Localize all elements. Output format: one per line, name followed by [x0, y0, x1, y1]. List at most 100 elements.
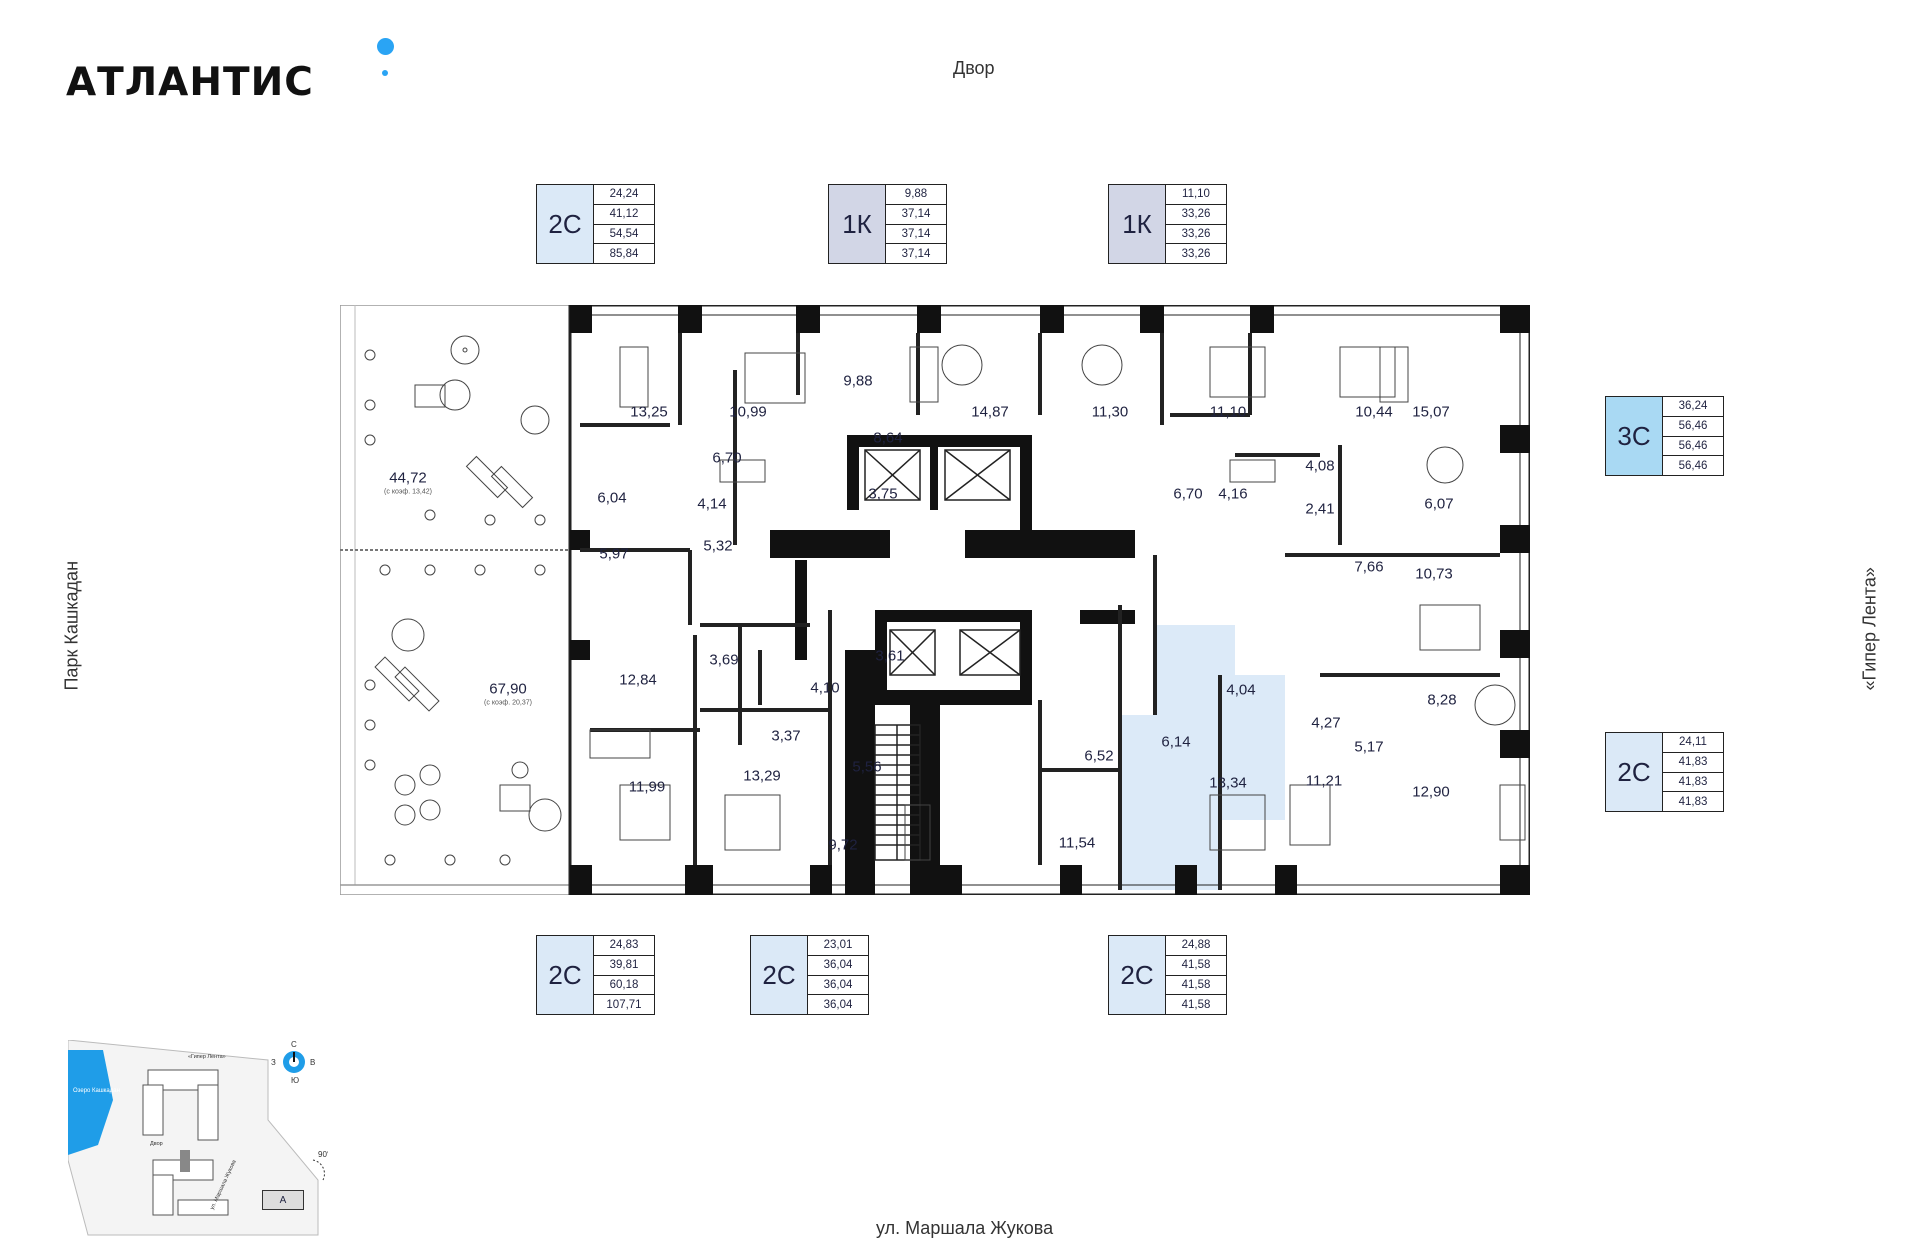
- logo-text: АТЛАНТИС: [66, 60, 314, 105]
- unit-value: 23,01: [808, 936, 868, 956]
- room-area-label: 10,99: [729, 403, 767, 421]
- unit-type: 1К: [829, 185, 886, 263]
- site-minimap: Озеро Кашкадан «Гипер Лента» Двор ул. Ма…: [68, 1040, 328, 1236]
- room-area-label: 11,54: [1058, 834, 1096, 852]
- room-area-label: 14,87: [971, 403, 1009, 421]
- compass-n: С: [291, 1040, 297, 1049]
- unit-value: 36,24: [1663, 397, 1723, 417]
- unit-value: 60,18: [594, 976, 654, 996]
- unit-type: 2С: [537, 185, 594, 263]
- compass-e: В: [310, 1058, 315, 1067]
- room-area-label: 6,14: [1161, 733, 1191, 751]
- compass-s: Ю: [291, 1076, 299, 1085]
- room-area-label: 5,97: [599, 545, 629, 563]
- unit-value: 37,14: [901, 247, 931, 260]
- unit-value: 54,54: [594, 225, 654, 245]
- room-area-label: 12,90: [1412, 783, 1450, 801]
- unit-type: 1К: [1109, 185, 1166, 263]
- lake-shape: [68, 1050, 113, 1155]
- unit-type: 2С: [1606, 733, 1663, 811]
- minimap-lake-label: Озеро Кашкадан: [73, 1088, 120, 1094]
- unit-value: 24,88: [1166, 936, 1226, 956]
- room-area-label: 12,84: [619, 671, 657, 689]
- room-area-label: 11,99: [628, 778, 666, 796]
- room-area-label: 10,73: [1415, 565, 1453, 583]
- unit-value: 107,71: [606, 998, 642, 1011]
- room-area-label: 3,61: [875, 647, 905, 665]
- room-area-label: 8,64: [873, 429, 903, 447]
- unit-value: 39,81: [594, 956, 654, 976]
- room-area-label: 6,04: [597, 489, 627, 507]
- terrace-outline: [340, 305, 571, 895]
- room-area-label: 6,52: [1084, 747, 1114, 765]
- room-area-label: 3,69: [709, 651, 739, 669]
- unit-value: 41,83: [1663, 773, 1723, 793]
- unit-value: 33,26: [1181, 247, 1211, 260]
- minimap-yard-label: Двор: [150, 1141, 163, 1147]
- room-area-label: 11,21: [1305, 772, 1343, 790]
- room-area-label: 5,32: [703, 537, 733, 555]
- unit-value: 33,26: [1166, 205, 1226, 225]
- unit-value: 85,84: [609, 247, 639, 260]
- unit-type: 2С: [537, 936, 594, 1014]
- unit-value: 56,46: [1663, 437, 1723, 457]
- room-area-label: 13,29: [743, 767, 781, 785]
- room-area-label: 7,66: [1354, 558, 1384, 576]
- room-area-label: 3,75: [868, 485, 898, 503]
- room-area-label: 4,14: [697, 495, 727, 513]
- room-area-label: 8,28: [1427, 691, 1457, 709]
- street-top: Двор: [953, 58, 995, 78]
- terrace-area-2: 67,90: [489, 680, 527, 698]
- room-area-label: 5,56: [852, 758, 882, 776]
- unit-value: 41,83: [1663, 753, 1723, 773]
- unit-value: 24,83: [594, 936, 654, 956]
- room-area-label: 4,27: [1311, 714, 1341, 732]
- street-bottom: ул. Маршала Жукова: [876, 1218, 1054, 1238]
- rotation-label: 90°: [318, 1150, 328, 1159]
- street-right: «Гипер Лента»: [1859, 567, 1880, 691]
- unit-value: 37,14: [886, 205, 946, 225]
- unit-value: 11,10: [1166, 185, 1226, 205]
- unit-value: 36,04: [823, 998, 853, 1011]
- unit-value: 41,12: [594, 205, 654, 225]
- room-area-label: 13,34: [1209, 774, 1247, 792]
- street-left: Парк Кашкадан: [61, 560, 82, 691]
- unit-type: 2С: [1109, 936, 1166, 1014]
- section-badge: А: [262, 1190, 304, 1210]
- terrace-note-1: (с коэф. 13,42): [384, 488, 432, 496]
- logo-dot-small: [382, 70, 388, 76]
- room-area-label: 4,04: [1226, 681, 1256, 699]
- room-area-label: 13,25: [630, 403, 668, 421]
- unit-value: 41,83: [1678, 795, 1708, 808]
- terrace-note-2: (с коэф. 20,37): [484, 699, 532, 707]
- room-area-label: 5,17: [1354, 738, 1384, 756]
- unit-value: 36,04: [808, 956, 868, 976]
- minimap-hyper-label: «Гипер Лента»: [188, 1054, 226, 1060]
- unit-type: 2С: [751, 936, 808, 1014]
- room-area-label: 6,70: [1173, 485, 1203, 503]
- room-area-label: 2,41: [1305, 500, 1335, 518]
- room-area-label: 9,72: [828, 836, 858, 854]
- room-area-label: 11,10: [1209, 403, 1247, 421]
- unit-value: 24,11: [1663, 733, 1723, 753]
- unit-value: 24,24: [594, 185, 654, 205]
- floor-plan: [340, 305, 1530, 895]
- room-area-label: 10,44: [1355, 403, 1393, 421]
- unit-type: 3С: [1606, 397, 1663, 475]
- room-area-label: 6,07: [1424, 495, 1454, 513]
- room-area-label: 3,37: [771, 727, 801, 745]
- unit-value: 9,88: [886, 185, 946, 205]
